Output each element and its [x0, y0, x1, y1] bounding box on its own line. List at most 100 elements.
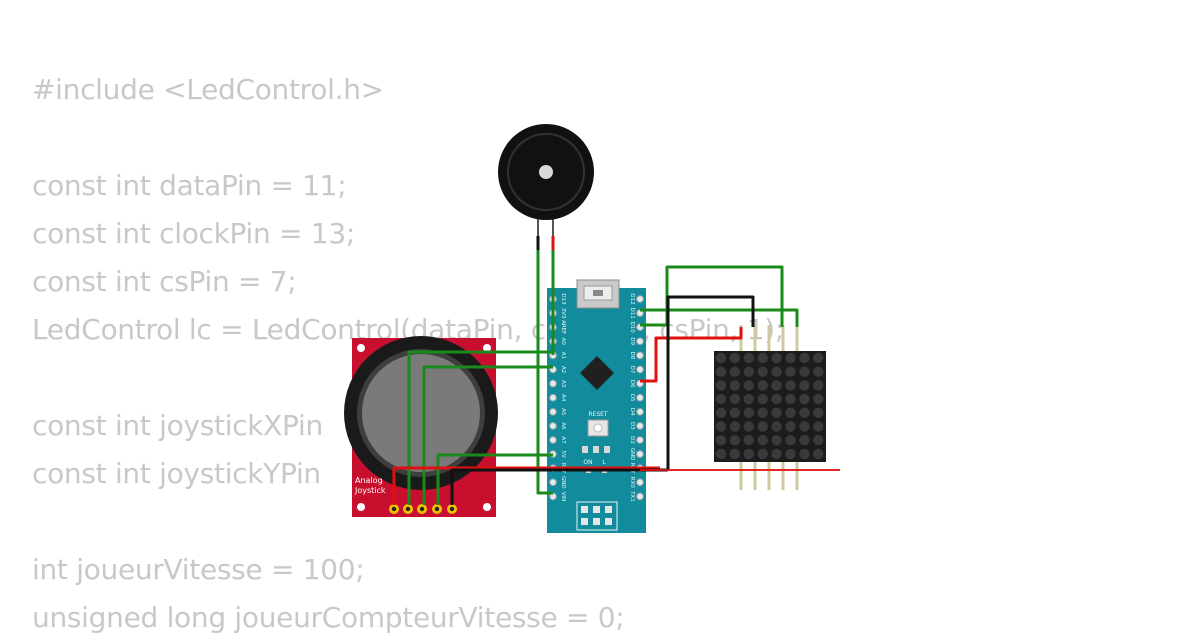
nano-pin-hole[interactable]	[549, 422, 557, 430]
matrix-led	[785, 421, 796, 432]
nano-pin-hole[interactable]	[636, 408, 644, 416]
nano-pin-label: A5	[560, 408, 566, 416]
wire-matrix-din[interactable]	[640, 265, 784, 327]
code-line: const int clockPin = 13;	[32, 217, 355, 250]
nano-pin-hole[interactable]	[636, 295, 644, 303]
matrix-led	[757, 352, 768, 364]
nano-pin-label: D9	[629, 337, 635, 345]
led-matrix-8x8[interactable]	[714, 325, 826, 490]
nano-pin-hole[interactable]	[636, 422, 644, 430]
code-line: const int csPin = 7;	[32, 265, 297, 298]
matrix-led	[743, 380, 754, 391]
icsp-header	[576, 501, 618, 531]
wire-joystick-vry[interactable]	[422, 365, 553, 505]
analog-joystick[interactable]: Analog Joystick	[344, 336, 498, 517]
matrix-led	[799, 448, 810, 460]
mount-hole	[357, 344, 365, 352]
nano-pin-label: 3V3	[560, 308, 566, 319]
nano-pin-label: D4	[629, 408, 635, 416]
matrix-led	[771, 448, 782, 460]
matrix-led	[729, 352, 741, 364]
matrix-led	[813, 448, 824, 460]
wire-buzzer-gnd[interactable]	[536, 236, 553, 495]
nano-pin-label: AREF	[560, 320, 566, 334]
nano-pin-hole[interactable]	[636, 337, 644, 346]
matrix-led	[785, 435, 796, 446]
wire-joystick-5v[interactable]	[392, 466, 660, 505]
matrix-led	[771, 421, 782, 432]
matrix-led	[757, 380, 768, 391]
nano-pin-label: A7	[560, 436, 566, 444]
code-line: #include <LedControl.h>	[32, 73, 384, 106]
code-line: const int dataPin = 11;	[32, 169, 347, 202]
wire-joystick-sw[interactable]	[436, 453, 553, 505]
nano-pin-hole[interactable]	[636, 393, 644, 402]
nano-pin-hole[interactable]	[636, 478, 644, 487]
matrix-led	[757, 435, 768, 446]
matrix-led-grid	[715, 352, 824, 460]
wire-matrix-gnd[interactable]	[666, 295, 755, 470]
matrix-led	[785, 366, 796, 377]
nano-pin-label: A4	[560, 394, 566, 402]
wires	[392, 236, 840, 505]
matrix-led	[715, 366, 727, 377]
matrix-led	[715, 448, 727, 460]
nano-pin-label: A6	[560, 422, 566, 430]
nano-pin-label: D8	[629, 352, 635, 360]
nano-pin-hole[interactable]	[549, 436, 557, 444]
matrix-led	[715, 380, 727, 391]
nano-pin-hole[interactable]	[636, 365, 644, 374]
nano-pin-hole[interactable]	[549, 379, 557, 388]
nano-pin-label: TX1	[629, 490, 635, 502]
matrix-led	[715, 421, 727, 432]
matrix-led	[715, 393, 727, 405]
matrix-led	[799, 352, 810, 364]
joystick-cap[interactable]	[362, 354, 480, 472]
nano-pin-hole[interactable]	[549, 478, 557, 487]
nano-pin-hole[interactable]	[636, 351, 644, 360]
code-line: int joueurVitesse = 100;	[32, 553, 365, 586]
piezo-buzzer[interactable]	[498, 124, 594, 238]
wire-matrix-clk[interactable]	[640, 308, 799, 327]
matrix-led	[757, 407, 768, 418]
nano-pin-hole[interactable]	[636, 436, 644, 444]
usb-port-inner	[593, 290, 603, 296]
matrix-led	[799, 435, 810, 446]
nano-pin-hole[interactable]	[549, 393, 557, 402]
icsp-pins	[581, 506, 612, 525]
l-led-label: L	[602, 459, 606, 466]
nano-pin-label: A3	[560, 380, 566, 388]
matrix-led	[799, 421, 810, 432]
nano-pin-label: D5	[629, 394, 635, 402]
matrix-led	[813, 393, 824, 405]
nano-pin-label: D2	[629, 436, 635, 444]
matrix-led	[757, 393, 768, 405]
matrix-led	[729, 421, 741, 432]
matrix-led	[743, 448, 754, 460]
wire-matrix-vcc[interactable]	[640, 327, 743, 383]
matrix-led	[743, 407, 754, 418]
code-line: const int joystickYPin	[32, 457, 321, 490]
matrix-led	[813, 352, 824, 364]
nano-right-pin-column	[636, 295, 644, 501]
nano-pin-label: A1	[560, 352, 566, 359]
nano-pin-label: RX0	[629, 477, 635, 489]
reset-label: RESET	[588, 411, 608, 418]
matrix-led	[729, 407, 741, 418]
wire-joystick-vrx[interactable]	[407, 350, 553, 505]
wire-joystick-gnd[interactable]	[450, 468, 668, 505]
nano-pin-hole[interactable]	[549, 408, 557, 416]
matrix-led	[799, 407, 810, 418]
matrix-led	[785, 380, 796, 391]
matrix-led	[771, 435, 782, 446]
nano-left-pin-column	[549, 295, 557, 501]
buzzer-ring	[507, 133, 585, 211]
code-line: const int joystickXPin	[32, 409, 323, 442]
nano-pin-hole[interactable]	[636, 492, 644, 501]
matrix-led	[813, 366, 824, 377]
matrix-led	[799, 393, 810, 405]
nano-pin-hole[interactable]	[636, 450, 644, 458]
mount-hole	[357, 503, 365, 511]
